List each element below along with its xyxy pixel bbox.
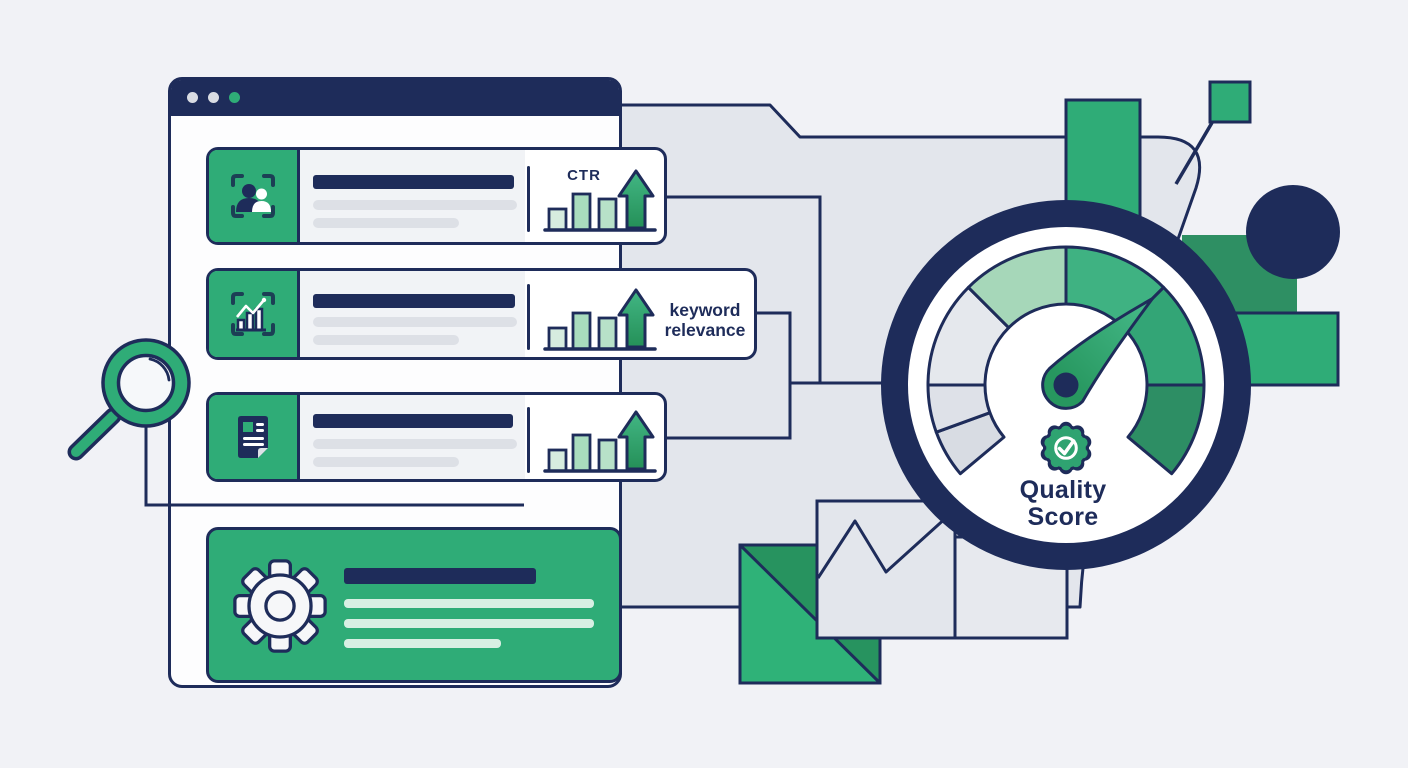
window-titlebar — [171, 80, 619, 116]
gauge-label: Quality Score — [988, 477, 1138, 531]
growth-arrow-icon — [617, 288, 655, 349]
gauge-label-line2: Score — [1027, 503, 1099, 531]
window-dot-3[interactable] — [229, 92, 240, 103]
metric-line1: keyword — [669, 300, 741, 320]
text-placeholder — [313, 200, 517, 210]
text-placeholder — [313, 439, 517, 449]
pin-line — [1174, 120, 1215, 185]
text-placeholder — [344, 639, 501, 648]
mini-bar-chart-growth — [543, 169, 657, 232]
mini-bar-chart-growth — [543, 288, 657, 351]
gauge-dial — [926, 245, 1206, 476]
metric-line2: relevance — [664, 320, 746, 340]
result-card-document — [206, 392, 667, 482]
result-card-keyword: keyword relevance — [206, 268, 757, 360]
gear-icon — [233, 559, 327, 653]
window-dot-2[interactable] — [208, 92, 219, 103]
title-bar-placeholder — [313, 175, 514, 189]
magnifying-glass-icon — [67, 338, 524, 507]
metric-label-ctr: CTR — [567, 167, 601, 184]
document-icon — [238, 416, 268, 458]
text-placeholder — [313, 218, 459, 228]
card-text-area — [294, 150, 525, 242]
text-placeholder — [344, 599, 594, 608]
settings-panel — [206, 527, 622, 683]
growth-arrow-icon — [617, 410, 655, 471]
analytics-scan-icon — [231, 292, 275, 336]
text-placeholder — [313, 317, 517, 327]
text-placeholder — [313, 335, 459, 345]
text-placeholder — [313, 457, 459, 467]
pin-square — [1208, 80, 1252, 124]
card-iconbox — [209, 271, 300, 357]
card-divider — [527, 284, 530, 350]
growth-arrow-icon — [617, 169, 655, 230]
trend-square — [815, 499, 957, 640]
quality-gauge — [881, 200, 1251, 570]
title-bar-placeholder — [313, 414, 513, 428]
mini-bar-chart-growth — [543, 410, 657, 473]
trend-line — [816, 514, 950, 579]
text-placeholder — [344, 619, 594, 628]
navy-circle — [1246, 185, 1340, 279]
result-card-ctr: CTR — [206, 147, 667, 245]
window-dot-1[interactable] — [187, 92, 198, 103]
gauge-hub — [1053, 372, 1079, 398]
verified-check-badge-icon — [1040, 421, 1092, 475]
gauge-label-line1: Quality — [1019, 476, 1107, 504]
card-iconbox — [209, 395, 300, 479]
title-bar-placeholder — [344, 568, 536, 584]
card-divider — [527, 407, 530, 473]
card-divider — [527, 166, 530, 232]
metric-label-keyword-relevance: keyword relevance — [651, 300, 759, 340]
audience-scan-icon — [231, 174, 275, 218]
magnifier-connector-line — [144, 427, 524, 507]
card-iconbox — [209, 150, 300, 242]
title-bar-placeholder — [313, 294, 515, 308]
